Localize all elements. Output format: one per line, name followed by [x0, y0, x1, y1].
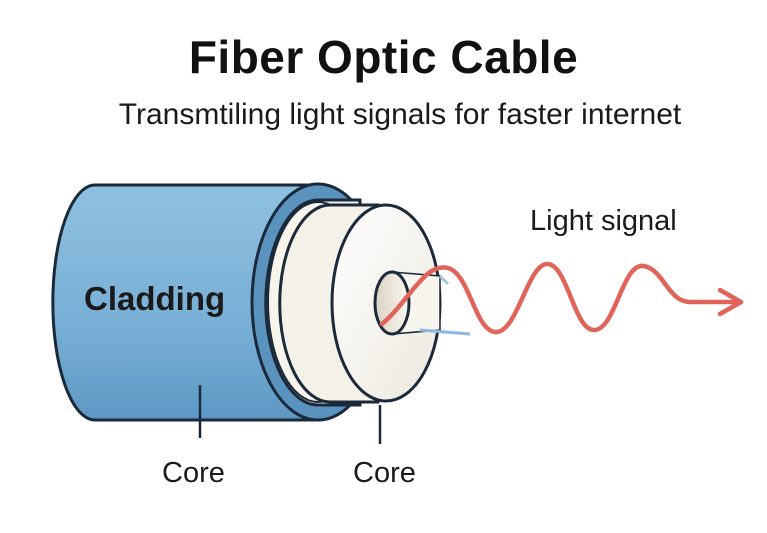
arrowhead-icon	[717, 287, 744, 317]
light-signal-wave	[379, 261, 744, 335]
cladding-label: Cladding	[84, 280, 225, 317]
fiber-core	[373, 270, 471, 336]
core-label-right: Core	[353, 457, 416, 489]
diagram-subtitle: Transmtiling light signals for faster in…	[118, 98, 682, 131]
diagram-title: Fiber Optic Cable	[188, 31, 579, 83]
light-signal-label: Light signal	[530, 205, 677, 237]
core-label-left: Core	[162, 457, 225, 489]
